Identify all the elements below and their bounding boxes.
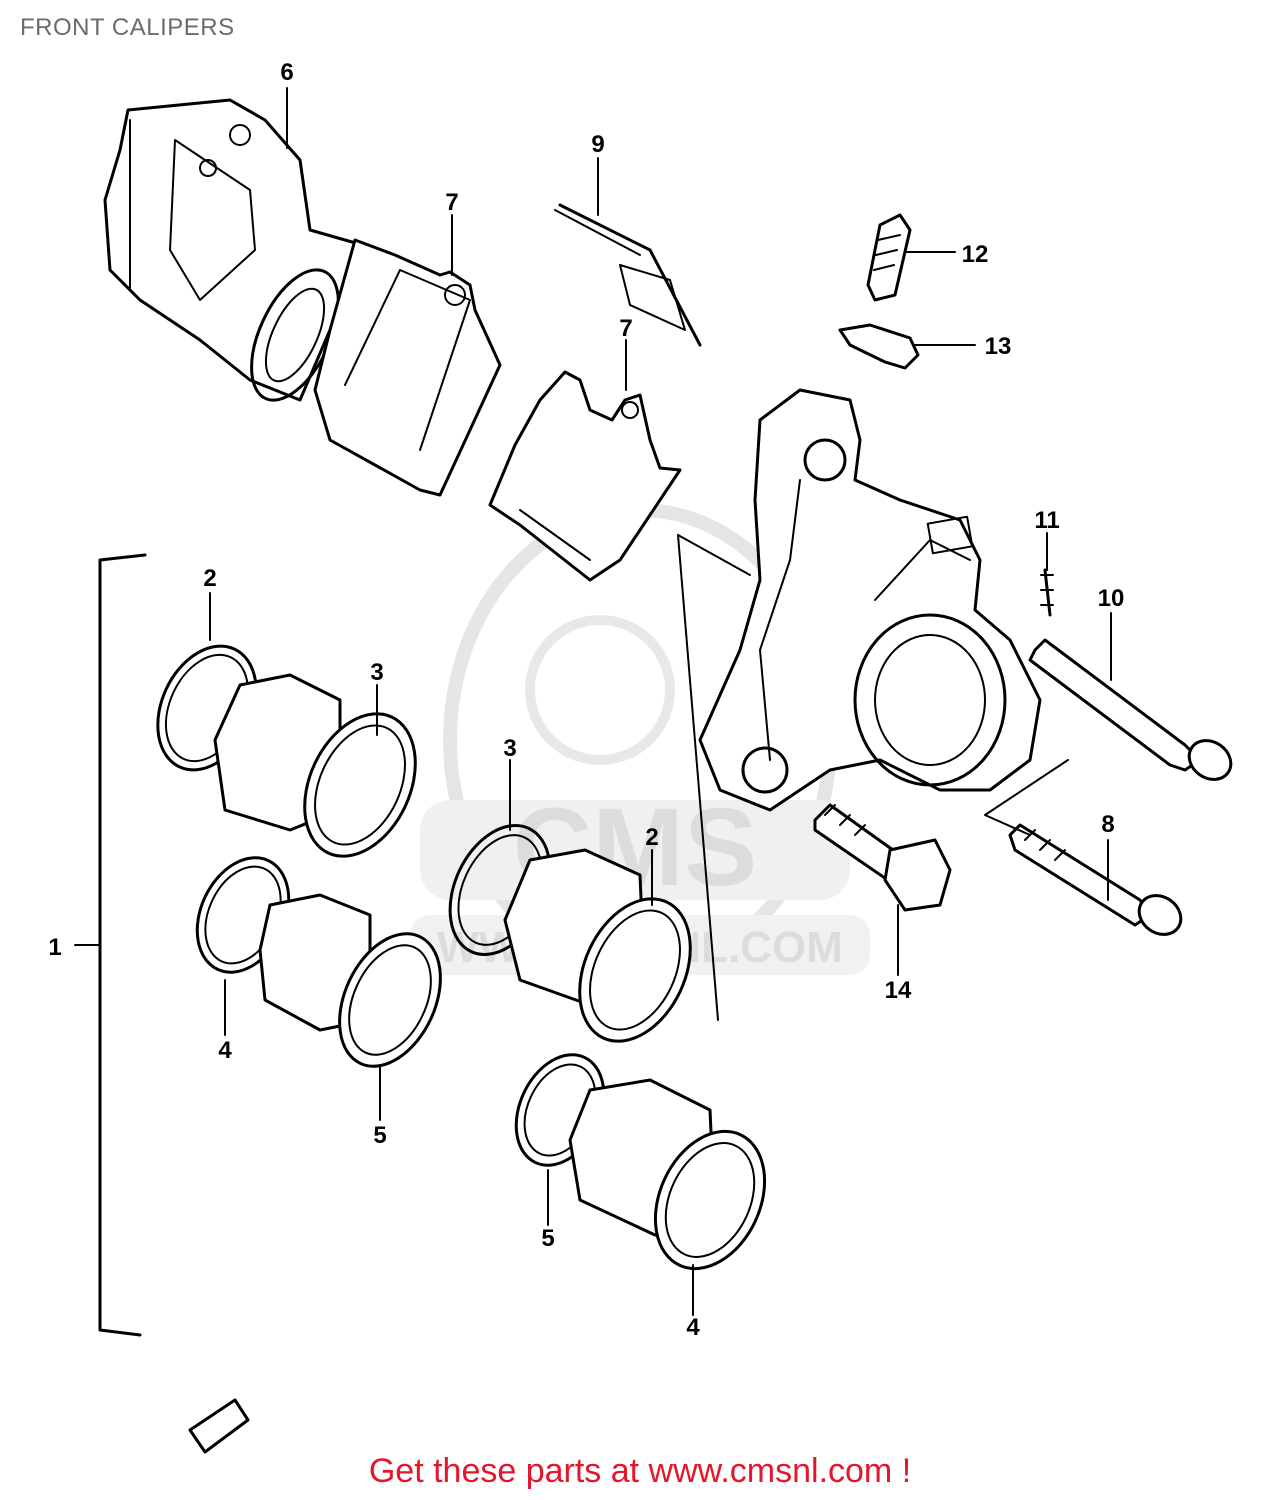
caliper-bolt-8 [1008,823,1183,936]
callout-13: 13 [985,333,1012,360]
brake-pad-shim [488,370,682,582]
piston-seal-2b [578,897,692,1043]
part-tag [188,1398,250,1454]
callout-14: 14 [885,977,912,1004]
bleeder-screw [866,213,912,302]
callout-12: 12 [962,241,989,268]
callout-labels: 6 7 9 12 13 7 11 10 2 3 1 3 2 8 14 4 5 5… [48,59,1124,1341]
bleeder-cap [838,323,920,370]
callout-4-lower: 4 [686,1314,700,1341]
piston-seal-4b [653,1129,767,1271]
kit-bracket [74,553,147,1337]
callout-8: 8 [1101,811,1114,838]
callout-11: 11 [1034,507,1059,534]
callout-1: 1 [48,934,61,961]
callout-3-lower: 3 [503,735,516,762]
callout-7-upper: 7 [445,189,458,216]
callout-9: 9 [591,131,604,158]
callout-4-left: 4 [218,1037,232,1064]
pad-spring [554,203,702,347]
callout-3-upper: 3 [370,659,383,686]
footer-link[interactable]: Get these parts at www.cmsnl.com ! [368,1452,912,1490]
assembly-outline [677,534,1069,1021]
page-title: FRONT CALIPERS [20,14,235,41]
callout-7-lower: 7 [619,315,632,342]
callout-2-lower: 2 [645,824,658,851]
brake-pad-upper [313,238,502,497]
caliper-bolt-14 [813,803,952,912]
right-caliper-body [698,388,1042,812]
dust-seal-3a [303,712,417,858]
dust-seal-5a [338,932,442,1068]
callout-10: 10 [1098,585,1125,612]
leader-lines [209,87,1112,1316]
pad-pin [1040,568,1054,617]
left-caliper-body [103,98,382,402]
caliper-bolt-long [1028,638,1233,781]
callout-6: 6 [280,59,293,86]
callout-2-upper: 2 [203,565,216,592]
callout-5-lower: 5 [541,1225,554,1252]
callout-5-left: 5 [373,1122,386,1149]
